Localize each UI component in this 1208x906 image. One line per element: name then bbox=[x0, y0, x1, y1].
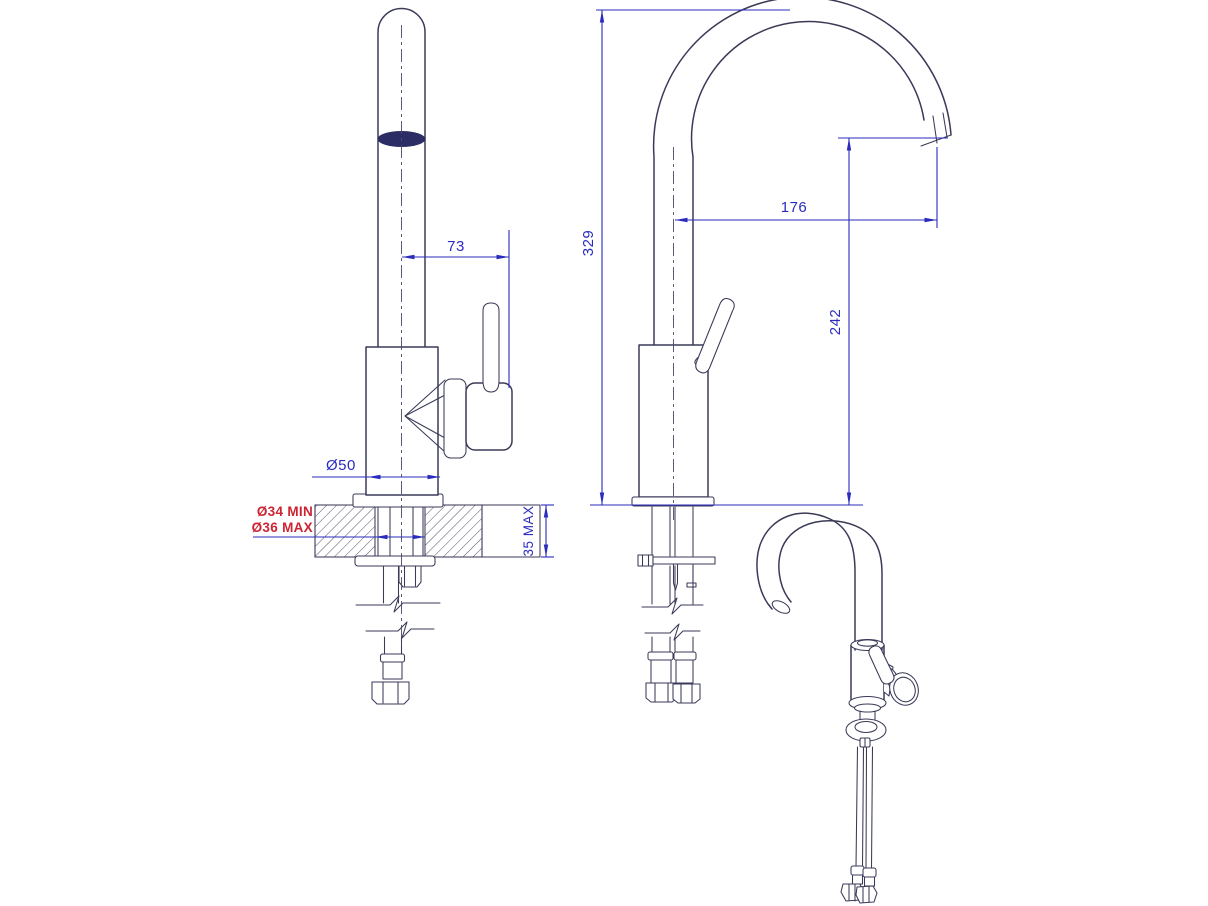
valve-cone bbox=[404, 379, 446, 453]
break-symbol bbox=[355, 595, 441, 613]
side-dimensions: 329 176 242 bbox=[580, 9, 948, 506]
handle-joint-ring bbox=[443, 378, 467, 459]
dim-base-diameter: Ø50 bbox=[326, 457, 356, 474]
persp-handle bbox=[868, 645, 919, 706]
side-base-flange bbox=[631, 496, 715, 507]
side-spout bbox=[652, 0, 952, 346]
front-dimensions: 73 Ø50 Ø34 MIN Ø36 MAX 35 MAX bbox=[252, 230, 554, 558]
dim-hole-max: Ø36 MAX bbox=[252, 520, 313, 535]
under-counter-fixing bbox=[354, 555, 441, 705]
persp-spout bbox=[756, 512, 883, 651]
mounting-shank bbox=[377, 506, 424, 557]
side-under-counter bbox=[637, 506, 716, 704]
break-symbol bbox=[644, 623, 701, 641]
dim-hole-min: Ø34 MIN bbox=[257, 504, 313, 519]
base-plate bbox=[352, 493, 444, 508]
hose-nut bbox=[855, 885, 878, 904]
dim-spout-to-handle: 73 bbox=[447, 238, 465, 255]
hose-collar bbox=[379, 653, 406, 663]
hose-nut bbox=[672, 683, 701, 704]
side-handle-lever bbox=[694, 298, 735, 374]
dim-spout-reach: 176 bbox=[781, 199, 808, 216]
break-symbol bbox=[641, 597, 704, 615]
side-view: 329 176 242 bbox=[580, 0, 952, 704]
dim-overall-height: 329 bbox=[580, 230, 597, 257]
front-view: 73 Ø50 Ø34 MIN Ø36 MAX 35 MAX bbox=[252, 7, 554, 705]
handle-lever bbox=[482, 302, 500, 393]
spout-outlet bbox=[771, 600, 791, 614]
hose-nut bbox=[371, 681, 410, 705]
dim-counter-thickness: 35 MAX bbox=[521, 505, 536, 556]
valve-body bbox=[365, 346, 439, 496]
hose-barrel bbox=[382, 661, 403, 680]
clamp-nut bbox=[637, 554, 654, 567]
persp-base bbox=[845, 695, 887, 748]
dim-outlet-height: 242 bbox=[827, 309, 844, 336]
hose-nut bbox=[645, 682, 678, 703]
handle-knob bbox=[465, 382, 513, 451]
break-symbol bbox=[365, 621, 435, 639]
clamp-plate bbox=[652, 556, 716, 565]
persp-hoses bbox=[840, 746, 878, 904]
counter-section bbox=[314, 504, 541, 558]
perspective-view bbox=[756, 512, 919, 904]
handle-lever bbox=[868, 645, 895, 685]
front-faucet-body bbox=[352, 7, 513, 648]
